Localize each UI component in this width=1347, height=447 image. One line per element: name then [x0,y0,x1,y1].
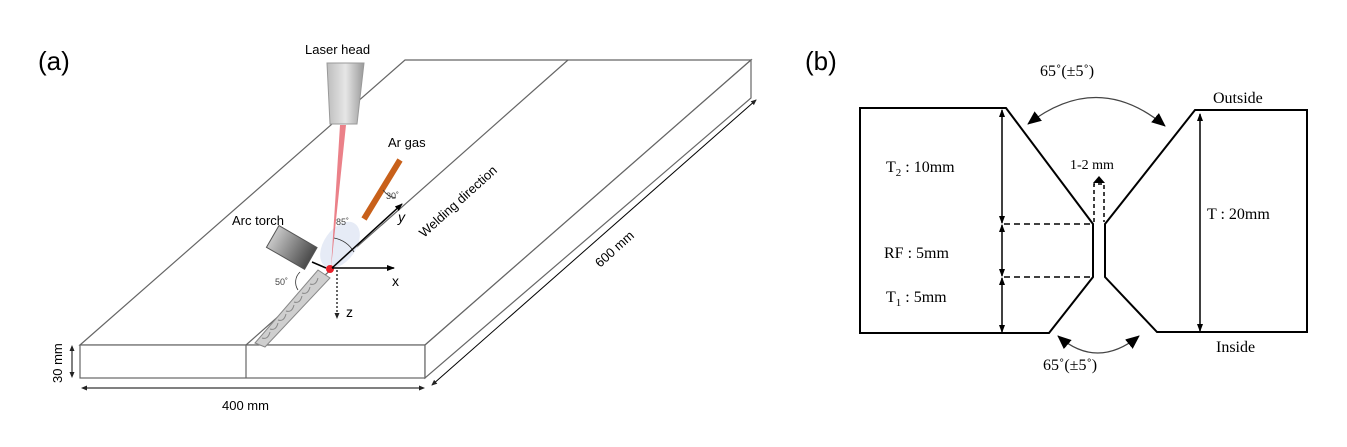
t1-label: T1 : 5mm [886,289,947,309]
laser-head-label: Laser head [305,42,370,57]
weld-spot [326,265,334,273]
gap-arrow [1093,176,1105,183]
t-total-label: T : 20mm [1207,206,1270,223]
plate-top-face [78,59,753,346]
axis-y-arrow [331,203,403,269]
axis-y-label: y [397,209,406,225]
angle-arc-laser [333,237,355,253]
angle-arc-torch [295,271,301,291]
angle-torch-label: 50˚ [275,277,288,287]
arc-torch-label: Arc torch [232,213,284,228]
left-plate-section [859,107,1094,334]
outside-label: Outside [1213,90,1263,107]
panel-b: (b) 65˚(±5˚) 65˚(±5˚) Outside Inside 1-2… [805,46,1308,374]
rf-label: RF : 5mm [884,245,949,262]
ar-gas-label: Ar gas [388,135,426,150]
dim-length-arrow [431,99,757,386]
panel-a: (a) Laser head Ar gas Arc torch 85˚ [38,42,757,413]
angle-top-label: 65˚(±5˚) [1040,63,1094,80]
dim-width-label: 400 mm [222,398,269,413]
axis-x-label: x [392,273,399,289]
laser-beam [331,125,346,268]
arc-torch-tip [311,261,327,269]
laser-head-icon [326,62,365,125]
angle-top-arc [1027,96,1166,127]
panel-b-label: (b) [805,46,837,76]
plate [78,58,753,380]
weld-bead [254,269,331,348]
angle-arc-gas [382,189,397,199]
axis-z-label: z [346,304,353,320]
dim-length-label: 600 mm [592,228,637,271]
angle-laser-label: 85˚ [336,217,349,227]
angle-bottom-label: 65˚(±5˚) [1043,357,1097,374]
dim-thickness-label: 30 mm [50,343,65,383]
panel-a-label: (a) [38,46,70,76]
arc-torch-icon [265,224,318,270]
gap-label: 1-2 mm [1070,158,1114,173]
t2-label: T2 : 10mm [886,159,955,179]
angle-bottom-arc [1057,335,1140,354]
plate-front-face [79,344,426,379]
ar-gas-nozzle-icon [361,158,403,221]
right-plate-section [1104,109,1308,333]
gap-dashline [1093,183,1105,222]
shielding-gas-region [320,221,360,269]
inside-label: Inside [1216,339,1255,356]
angle-gas-label: 30˚ [386,191,399,201]
